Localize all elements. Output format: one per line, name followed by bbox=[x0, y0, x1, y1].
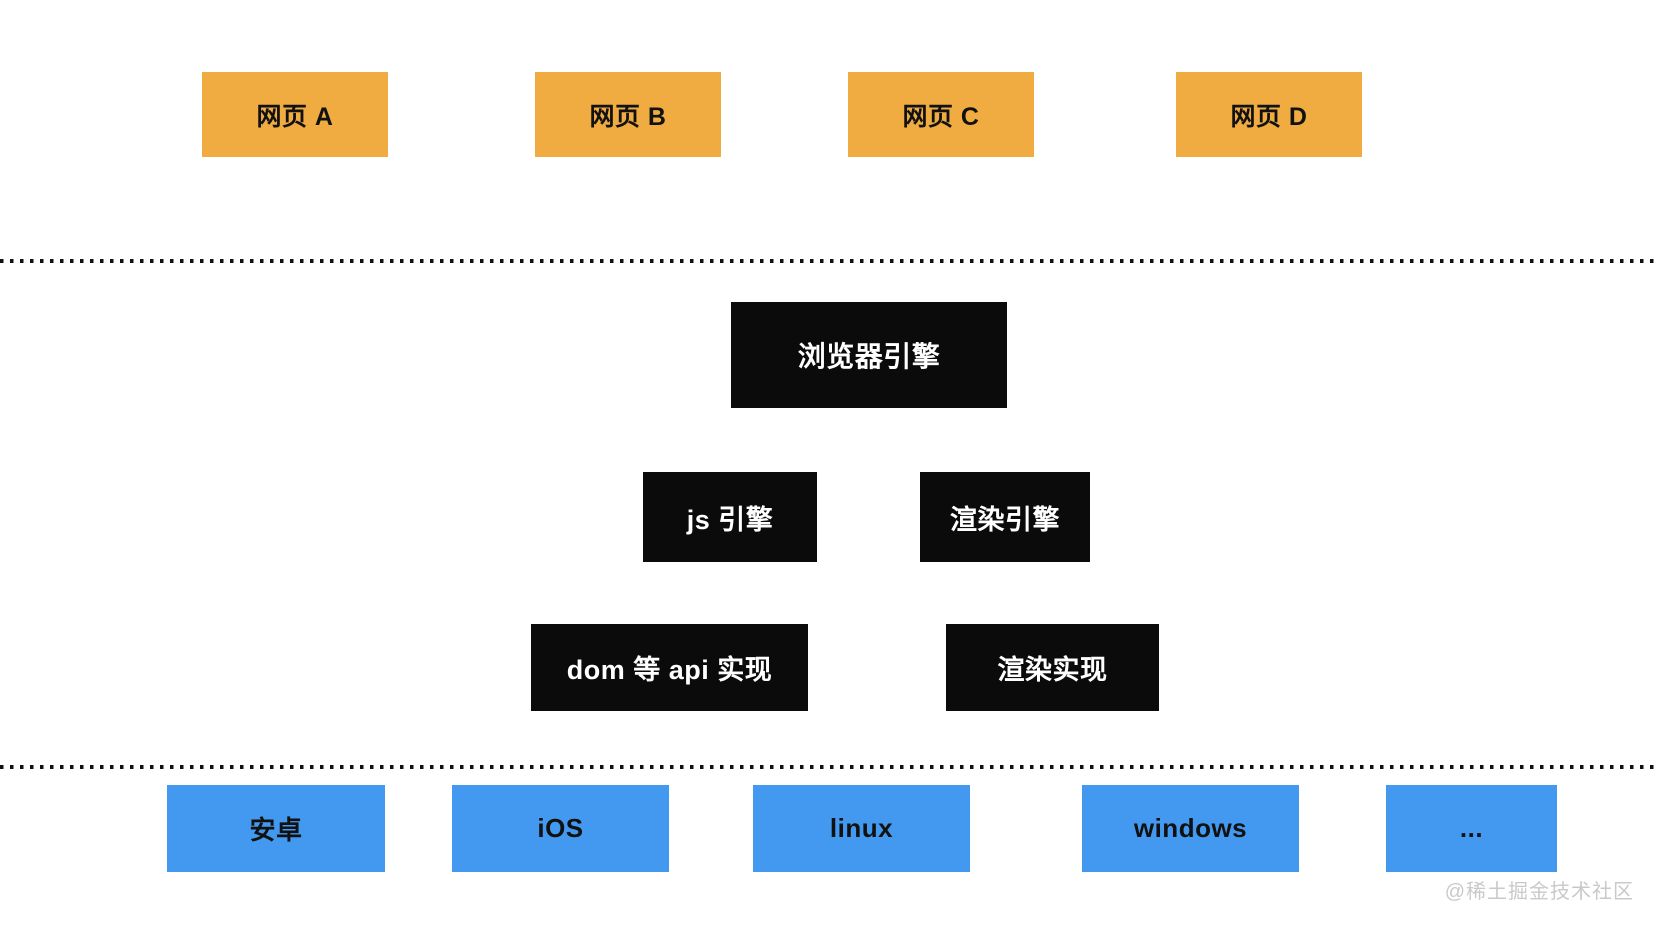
node-js-engine: js 引擎 bbox=[643, 472, 817, 562]
node-webpage-b: 网页 B bbox=[535, 72, 721, 157]
separator-bottom-dotted-line bbox=[0, 765, 1656, 769]
node-platform-windows: windows bbox=[1082, 785, 1299, 872]
node-render-implementation: 渲染实现 bbox=[946, 624, 1159, 711]
node-platform-android: 安卓 bbox=[167, 785, 385, 872]
node-webpage-d: 网页 D bbox=[1176, 72, 1362, 157]
node-platform-linux: linux bbox=[753, 785, 970, 872]
node-render-engine: 渲染引擎 bbox=[920, 472, 1090, 562]
node-webpage-a: 网页 A bbox=[202, 72, 388, 157]
watermark-juejin-community: @稀土掘金技术社区 bbox=[1444, 881, 1634, 903]
node-platform-more: ... bbox=[1386, 785, 1557, 872]
node-platform-ios: iOS bbox=[452, 785, 669, 872]
node-webpage-c: 网页 C bbox=[848, 72, 1034, 157]
node-browser-engine: 浏览器引擎 bbox=[731, 302, 1007, 408]
node-dom-api-implementation: dom 等 api 实现 bbox=[531, 624, 808, 711]
separator-top-dotted-line bbox=[0, 259, 1656, 263]
